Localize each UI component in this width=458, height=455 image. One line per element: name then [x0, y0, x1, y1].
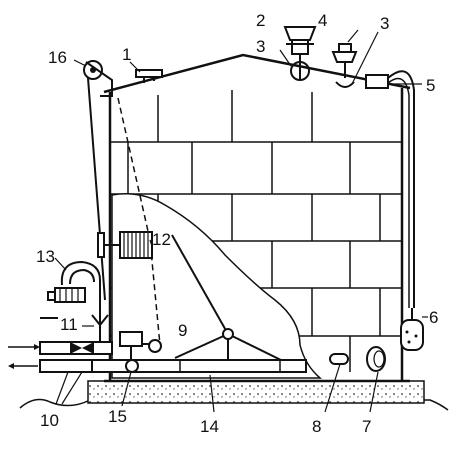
label-2: 2 — [256, 11, 265, 30]
valve-11 — [40, 290, 109, 342]
label-16: 16 — [48, 48, 67, 67]
label-9: 9 — [178, 321, 187, 340]
light-hole-1 — [135, 69, 163, 83]
cutaway-section — [111, 193, 323, 379]
bottom-pipe-14 — [85, 359, 307, 373]
valve-15 — [119, 331, 162, 373]
lifting-pipe-9 — [171, 234, 286, 363]
manhole-7 — [366, 346, 386, 372]
label-1: 1 — [122, 45, 131, 64]
label-7: 7 — [362, 417, 371, 436]
roof-pulley-16 — [83, 60, 113, 301]
hydraulic-valve-4 — [331, 43, 358, 88]
inlet-outlet-pipes-10 — [8, 341, 113, 373]
label-3-right: 3 — [380, 14, 389, 33]
label-15: 15 — [108, 407, 127, 426]
tank-roof — [103, 53, 411, 94]
part-labels: 1 2 3 4 3 5 16 12 13 11 9 6 10 15 14 8 7 — [36, 11, 438, 436]
drain-8 — [329, 353, 349, 365]
label-11: 11 — [60, 315, 78, 334]
label-10: 10 — [40, 411, 59, 430]
label-13: 13 — [36, 247, 55, 266]
label-8: 8 — [312, 417, 321, 436]
float-weight-6 — [400, 308, 424, 351]
label-14: 14 — [200, 417, 219, 436]
leader-lines — [54, 29, 428, 413]
label-12: 12 — [152, 230, 171, 249]
level-gauge-5 — [365, 70, 415, 308]
label-3-left: 3 — [256, 37, 265, 56]
ground — [19, 398, 449, 411]
winch-12 — [97, 231, 153, 259]
label-5: 5 — [426, 76, 435, 95]
breather-valve-2 — [283, 26, 317, 81]
hand-wheel-13 — [47, 260, 101, 303]
label-4: 4 — [318, 11, 327, 30]
label-6: 6 — [429, 308, 438, 327]
